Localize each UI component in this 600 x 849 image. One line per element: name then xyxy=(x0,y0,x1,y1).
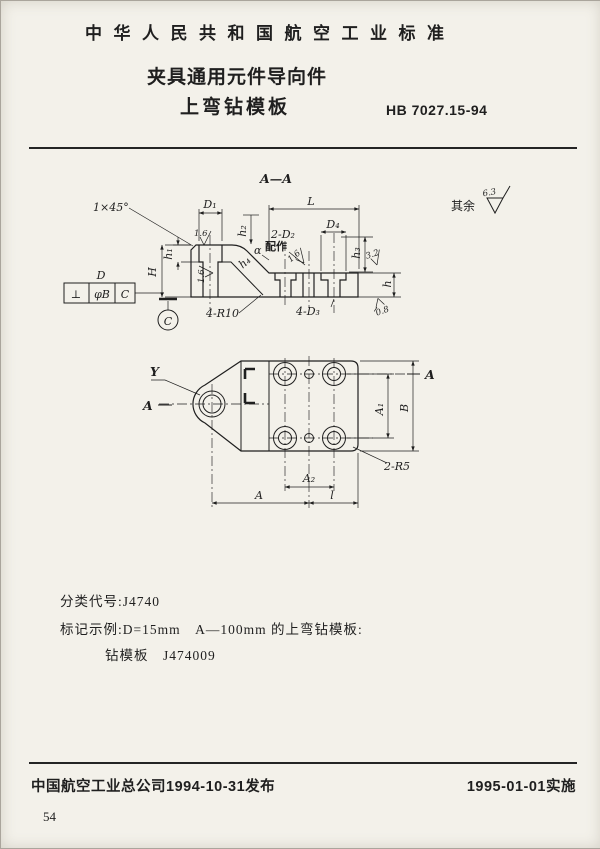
general-roughness-note: 其余 6.3 xyxy=(451,185,511,215)
callout-4-D3: 4-D₃ xyxy=(295,298,335,318)
doc-title-line1: 夹具通用元件导向件 xyxy=(147,67,328,88)
section-centerlines xyxy=(209,233,335,313)
section-part-body xyxy=(190,244,359,298)
perpendicularity-symbol: ⊥ xyxy=(71,288,81,301)
svg-text:h₂: h₂ xyxy=(236,225,249,237)
dim-A: A xyxy=(211,489,310,505)
svg-text:1.6: 1.6 xyxy=(197,269,207,283)
dim-alpha: α xyxy=(254,244,270,261)
svg-text:φB: φB xyxy=(94,288,110,301)
roughness-1.6-flange: 1.6 xyxy=(286,247,305,265)
svg-text:A: A xyxy=(424,367,435,382)
counterbored-holes xyxy=(273,362,346,450)
footer-implementation: 1995-01-01实施 xyxy=(466,779,576,795)
plan-view: Y A A A₁ B xyxy=(142,356,435,508)
section-title: A—A xyxy=(259,171,292,186)
marking-example-line2: 钻模板 J474009 xyxy=(105,648,216,663)
svg-text:l: l xyxy=(330,489,334,502)
svg-text:D₁: D₁ xyxy=(202,198,216,211)
svg-text:D₄: D₄ xyxy=(325,218,339,231)
svg-text:6.3: 6.3 xyxy=(482,187,497,199)
roughness-3.2: 3.2 xyxy=(364,248,380,266)
svg-text:1.6: 1.6 xyxy=(194,229,208,239)
header-rule xyxy=(29,147,577,150)
svg-text:α: α xyxy=(254,244,262,257)
callout-4-R10: 4-R10 xyxy=(205,294,262,320)
svg-text:H: H xyxy=(146,267,159,278)
svg-text:其余: 其余 xyxy=(451,198,475,213)
roughness-0.8: 0.8 xyxy=(373,298,391,319)
dim-h4: h₄ xyxy=(236,254,253,271)
svg-text:A₂: A₂ xyxy=(302,472,315,485)
cutting-plane-step xyxy=(243,367,255,405)
callout-2-D2: 2-D₂ 配作 xyxy=(265,228,306,266)
callout-2-R5: 2-R5 xyxy=(352,446,410,473)
dim-h: h xyxy=(358,272,401,298)
svg-text:A: A xyxy=(142,398,153,413)
svg-text:B: B xyxy=(398,404,411,413)
dim-l: l xyxy=(308,453,359,508)
svg-text:h₃: h₃ xyxy=(350,247,363,259)
callout-Y: Y xyxy=(150,364,201,396)
svg-text:3.2: 3.2 xyxy=(364,248,380,262)
svg-text:2-D₂: 2-D₂ xyxy=(270,228,295,241)
section-arrow-left: A xyxy=(142,398,172,413)
dim-D4: D₄ xyxy=(320,218,347,271)
svg-text:h₁: h₁ xyxy=(162,248,175,260)
svg-text:L: L xyxy=(306,195,314,208)
standard-code: HB 7027.15-94 xyxy=(386,102,488,118)
callout-chamfer: 1×45° xyxy=(93,201,194,247)
svg-text:2-R5: 2-R5 xyxy=(383,460,410,473)
dim-A1: A₁ xyxy=(347,373,394,439)
dim-h1: h₁ xyxy=(162,237,201,270)
marking-example-line1: 标记示例:D=15mm A—100mm 的上弯钻模板: xyxy=(60,622,363,637)
section-view: A—A D₁ h₂ xyxy=(63,171,511,331)
svg-text:A: A xyxy=(254,489,263,502)
footer-issue: 中国航空工业总公司1994-10-31发布 xyxy=(31,779,276,795)
svg-text:C: C xyxy=(121,288,130,301)
svg-text:4-D₃: 4-D₃ xyxy=(295,305,320,318)
section-arrow-right: A xyxy=(407,367,435,382)
standard-org-title: 中华人民共和国航空工业标准 xyxy=(85,24,456,43)
plan-outline xyxy=(192,360,359,452)
plan-bend-lines xyxy=(240,361,270,451)
dim-H: H xyxy=(146,244,191,298)
svg-text:Y: Y xyxy=(150,364,160,379)
footer-rule xyxy=(29,762,577,765)
classification-code: 分类代号:J4740 xyxy=(60,594,161,609)
dim-A2: A₂ xyxy=(284,472,335,489)
dim-h3: h₃ xyxy=(341,236,373,273)
svg-text:4-R10: 4-R10 xyxy=(205,307,239,320)
roughness-1.6-boss-top: 1.6 xyxy=(194,229,212,246)
dim-D-label: D xyxy=(96,269,106,282)
dim-D1: D₁ xyxy=(198,198,223,241)
svg-text:配作: 配作 xyxy=(265,239,287,253)
datum-symbol-C: C xyxy=(157,297,179,331)
dim-B: B xyxy=(360,360,419,452)
svg-text:h: h xyxy=(381,280,394,287)
roughness-1.6-hole-wall: 1.6 xyxy=(197,265,214,283)
svg-text:1×45°: 1×45° xyxy=(93,201,129,214)
svg-text:C: C xyxy=(164,315,173,328)
feature-control-frame: D ⊥ φB C xyxy=(63,269,164,304)
dim-h2: h₂ xyxy=(236,214,259,245)
doc-title-line2: 上弯钻模板 xyxy=(180,97,291,118)
bend-inner-line xyxy=(222,261,264,296)
page-number: 54 xyxy=(43,809,56,824)
svg-text:0.8: 0.8 xyxy=(374,304,391,318)
svg-text:A₁: A₁ xyxy=(373,403,386,416)
